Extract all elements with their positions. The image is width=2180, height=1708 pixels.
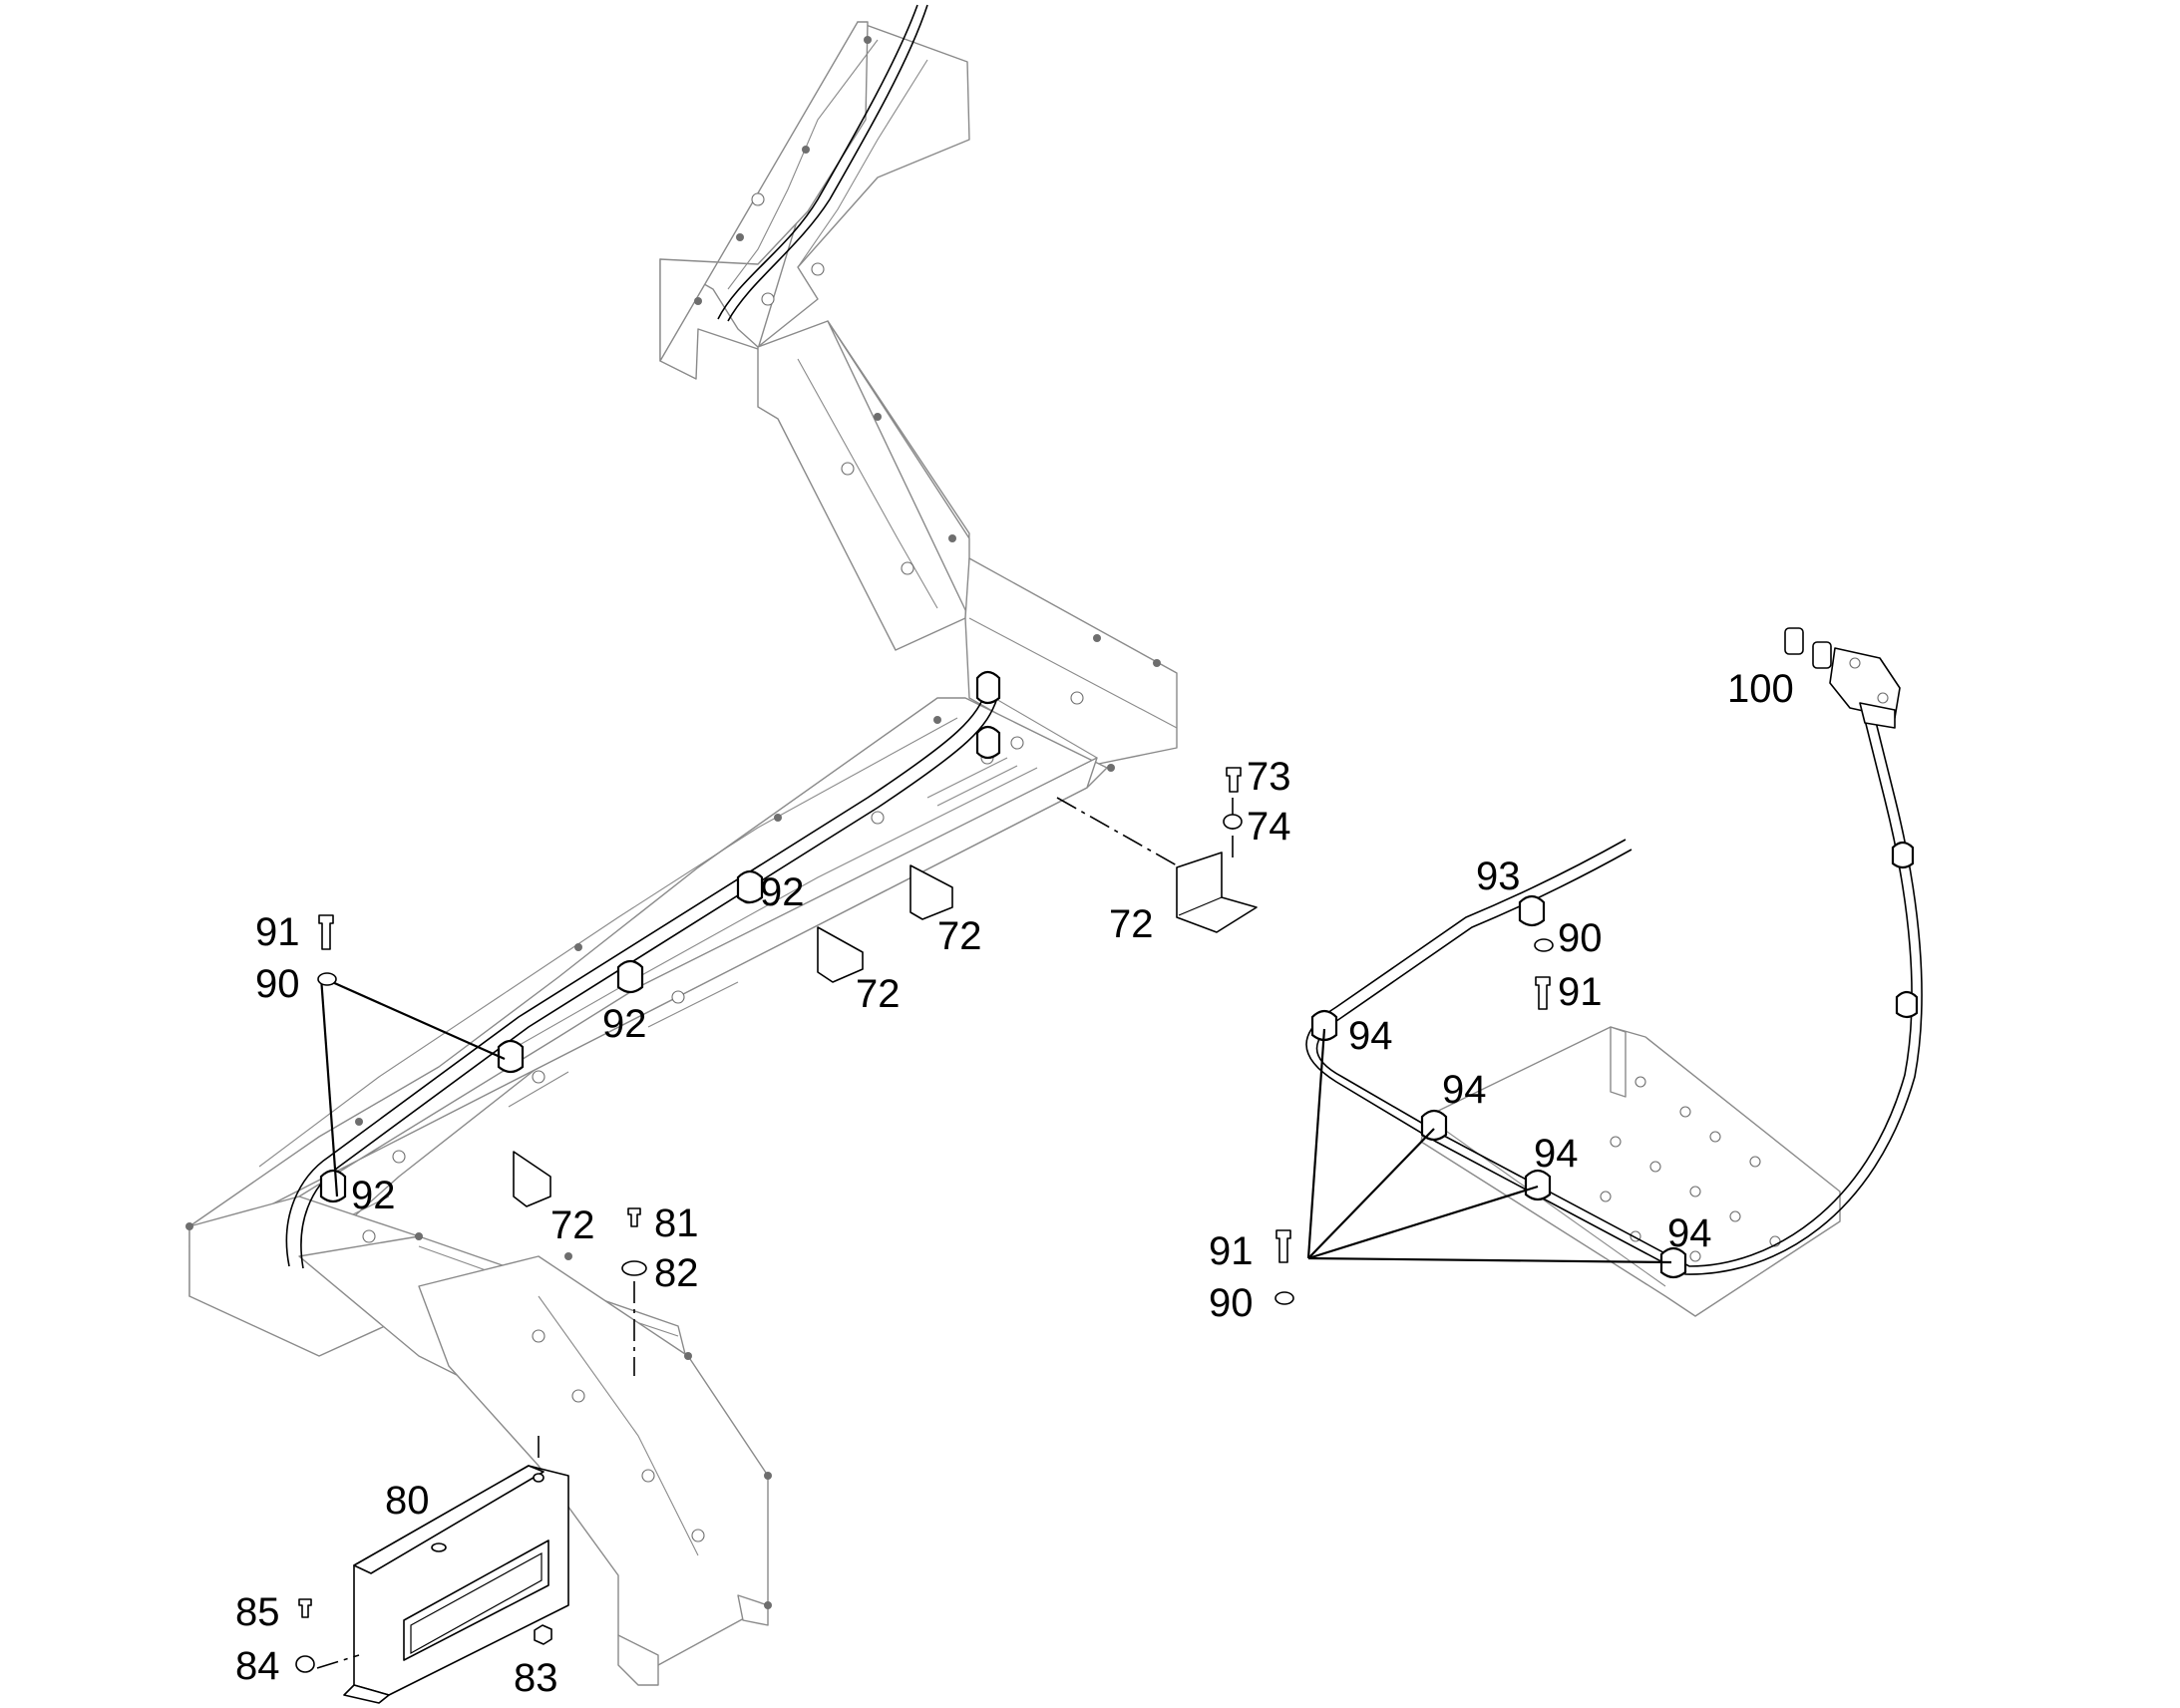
washer-84 <box>295 1655 315 1673</box>
cable-tray-assembly <box>185 4 1178 1686</box>
callout-72-middle: 72 <box>856 972 901 1016</box>
bolt-91-right <box>1535 976 1551 1010</box>
callout-94-d: 94 <box>1667 1211 1712 1255</box>
cover-plate-80 <box>343 1436 569 1704</box>
callout-90-right: 90 <box>1558 916 1603 960</box>
leaders-right <box>1306 1028 1672 1264</box>
callout-93: 93 <box>1476 854 1521 898</box>
leaders-left <box>319 975 506 1197</box>
right-mounting-plate <box>1420 1026 1841 1317</box>
tray-bottom-foot <box>617 1634 659 1686</box>
callout-94-c: 94 <box>1534 1132 1579 1176</box>
washer-90-left <box>317 972 337 986</box>
cable-clips-94 <box>1310 841 1919 1279</box>
screw-81 <box>627 1207 641 1227</box>
callout-82: 82 <box>654 1251 699 1295</box>
bracket-72-exploded <box>1056 767 1258 933</box>
callout-92-middle: 92 <box>602 1002 647 1046</box>
bolt-91-lower <box>1275 1229 1291 1263</box>
callout-94-b: 94 <box>1442 1068 1487 1112</box>
callout-72-lower: 72 <box>550 1203 595 1247</box>
callout-85: 85 <box>235 1590 280 1634</box>
callout-72-exploded: 72 <box>1109 902 1154 946</box>
tray-diagonal-section <box>757 320 970 651</box>
callout-100: 100 <box>1727 667 1794 711</box>
callout-72-upper: 72 <box>937 914 982 958</box>
washer-74 <box>1223 814 1243 830</box>
callout-84: 84 <box>235 1644 280 1688</box>
plate-bosses <box>1600 1076 1781 1262</box>
bracket-72-plate <box>1176 852 1258 933</box>
callout-90-lower: 90 <box>1209 1281 1254 1325</box>
callout-80: 80 <box>385 1479 430 1523</box>
plug-100-b <box>1812 641 1832 669</box>
right-cable <box>1305 717 1923 1275</box>
brackets-72 <box>513 864 953 1207</box>
callout-81: 81 <box>654 1201 699 1245</box>
callout-83: 83 <box>514 1656 558 1700</box>
nut-83 <box>534 1624 552 1645</box>
callout-labels: 73 74 72 72 72 72 92 92 92 91 90 81 82 8… <box>235 667 1794 1700</box>
callout-90-left: 90 <box>255 962 300 1006</box>
callout-92-upper: 92 <box>760 870 805 914</box>
screw-73 <box>1226 767 1242 793</box>
washer-82 <box>621 1260 647 1276</box>
connector-100 <box>1784 627 1901 729</box>
bolt-91-left <box>318 914 334 950</box>
tray-bosses <box>185 36 1161 1609</box>
callout-91-left: 91 <box>255 910 300 954</box>
callout-91-lower: 91 <box>1209 1229 1254 1273</box>
tray-cable <box>717 4 918 320</box>
callout-73: 73 <box>1247 755 1291 799</box>
callout-91-right: 91 <box>1558 970 1603 1014</box>
callout-74: 74 <box>1247 805 1291 849</box>
callout-92-lower: 92 <box>351 1174 396 1217</box>
washer-90-right <box>1534 938 1554 952</box>
tray-cable-run <box>285 687 988 1267</box>
callout-94-a: 94 <box>1348 1014 1393 1058</box>
screw-85 <box>298 1598 312 1618</box>
plug-100-a <box>1784 627 1804 655</box>
cable-clips-92 <box>319 670 1001 1203</box>
washer-90-lower <box>1274 1291 1294 1305</box>
